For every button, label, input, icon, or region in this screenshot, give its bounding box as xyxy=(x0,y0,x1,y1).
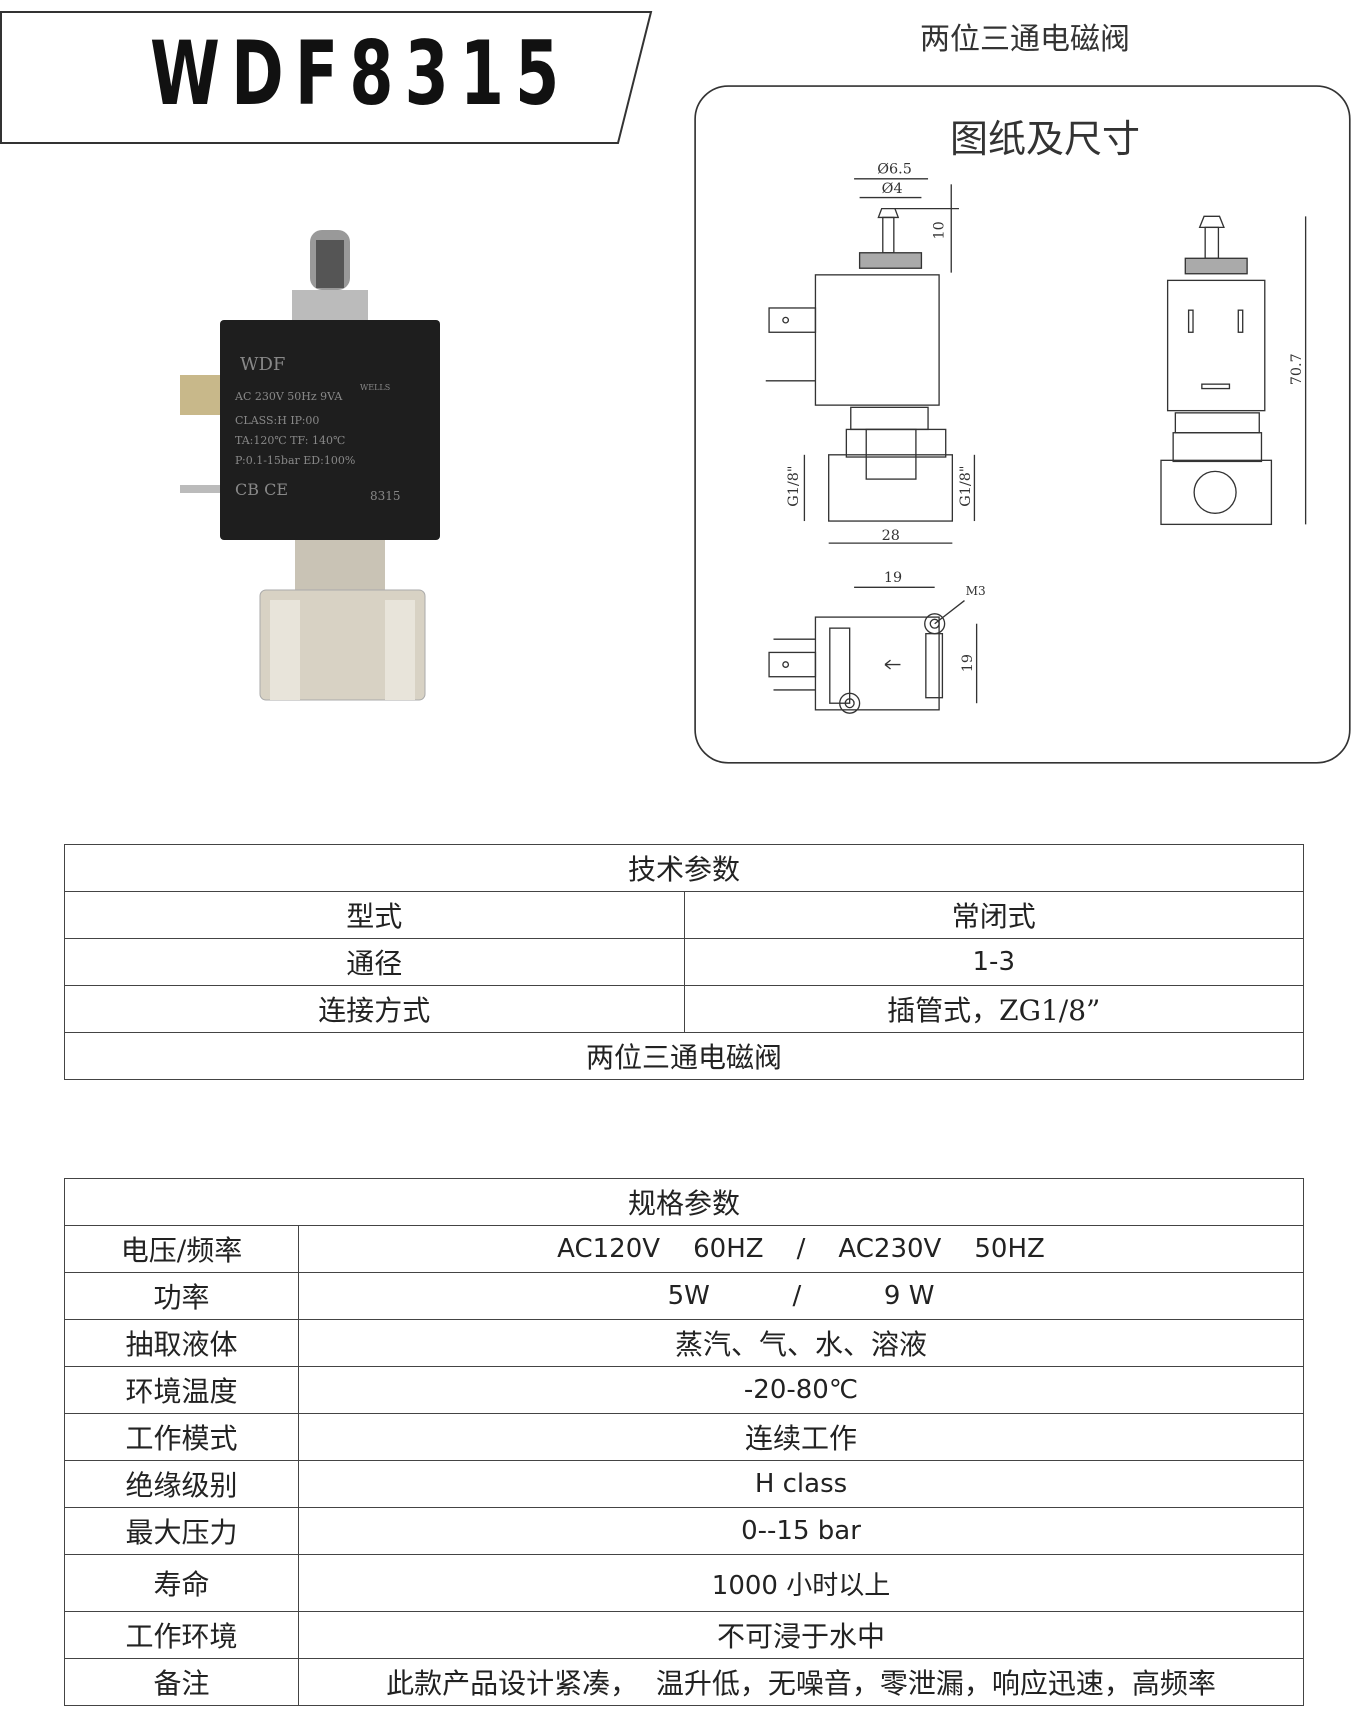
dim-g1: G1/8" xyxy=(786,466,802,507)
row-value: 1-3 xyxy=(683,938,1304,986)
row-label: 工作环境 xyxy=(64,1611,299,1659)
dim-w28: 28 xyxy=(882,528,900,544)
product-photo: WDF WELLS AC 230V 50Hz 9VA CLASS:H IP:00… xyxy=(180,230,440,701)
dim-g2: G1/8" xyxy=(958,466,974,507)
dim-d65: Ø6.5 xyxy=(877,161,912,177)
photo-spec3: TA:120℃ TF: 140℃ xyxy=(235,434,345,447)
row-label: 电压/频率 xyxy=(64,1225,299,1273)
title-banner xyxy=(0,11,653,144)
photo-logo: WELLS xyxy=(360,383,390,392)
row-value: H class xyxy=(298,1460,1304,1508)
table-row: 工作环境不可浸于水中 xyxy=(64,1611,1304,1659)
row-value: 插管式，ZG1/8” xyxy=(683,985,1304,1033)
product-subtitle: 两位三通电磁阀 xyxy=(920,22,1130,57)
row-value: 5W / 9 W xyxy=(298,1272,1304,1320)
row-value: AC120V 60HZ / AC230V 50HZ xyxy=(298,1225,1304,1273)
row-label: 备注 xyxy=(64,1658,299,1706)
dim-m3: M3 xyxy=(966,584,986,598)
row-value: 1000 小时以上 xyxy=(298,1554,1304,1612)
tech-title: 技术参数 xyxy=(64,844,1304,892)
row-label: 绝缘级别 xyxy=(64,1460,299,1508)
photo-spec4: P:0.1-15bar ED:100% xyxy=(235,454,355,467)
dim-w19: 19 xyxy=(884,570,902,586)
table-row: 工作模式连续工作 xyxy=(64,1413,1304,1461)
table-row: 环境温度-20-80℃ xyxy=(64,1366,1304,1414)
row-label: 工作模式 xyxy=(64,1413,299,1461)
drawing-title: 图纸及尺寸 xyxy=(950,117,1141,161)
row-label: 连接方式 xyxy=(64,985,685,1033)
photo-spec1: AC 230V 50Hz 9VA xyxy=(234,390,343,403)
table-row: 备注此款产品设计紧凑， 温升低，无噪音，零泄漏，响应迅速，高频率 xyxy=(64,1658,1304,1706)
table-row: 抽取液体蒸汽、气、水、溶液 xyxy=(64,1319,1304,1367)
dim-h10: 10 xyxy=(932,221,948,239)
dim-h707: 70.7 xyxy=(1289,353,1305,385)
photo-marks: CB CE xyxy=(235,480,288,499)
dimension-drawing: Ø6.5 Ø4 10 G1/8" G1/8" 28 19 M3 19 70.7 xyxy=(694,85,1351,764)
tech-footer: 两位三通电磁阀 xyxy=(64,1032,1304,1080)
photo-spec2: CLASS:H IP:00 xyxy=(235,414,319,427)
photo-code: 8315 xyxy=(370,489,401,503)
dim-h19: 19 xyxy=(960,654,976,672)
row-value: -20-80℃ xyxy=(298,1366,1304,1414)
row-label: 抽取液体 xyxy=(64,1319,299,1367)
row-value: 0--15 bar xyxy=(298,1507,1304,1555)
row-label: 功率 xyxy=(64,1272,299,1320)
table-row: 连接方式插管式，ZG1/8” xyxy=(64,985,1304,1033)
row-value: 连续工作 xyxy=(298,1413,1304,1461)
row-label: 寿命 xyxy=(64,1554,299,1612)
spec-title: 规格参数 xyxy=(64,1178,1304,1226)
row-value: 此款产品设计紧凑， 温升低，无噪音，零泄漏，响应迅速，高频率 xyxy=(298,1658,1304,1706)
photo-brand: WDF xyxy=(240,354,285,375)
row-value: 不可浸于水中 xyxy=(298,1611,1304,1659)
row-label: 最大压力 xyxy=(64,1507,299,1555)
row-value: 蒸汽、气、水、溶液 xyxy=(298,1319,1304,1367)
model-title: WDF8315 xyxy=(150,22,571,125)
row-value: 常闭式 xyxy=(683,891,1304,939)
table-row: 型式常闭式 xyxy=(64,891,1304,939)
dim-d4: Ø4 xyxy=(882,181,903,197)
row-label: 型式 xyxy=(64,891,685,939)
row-label: 环境温度 xyxy=(64,1366,299,1414)
row-label: 通径 xyxy=(64,938,685,986)
